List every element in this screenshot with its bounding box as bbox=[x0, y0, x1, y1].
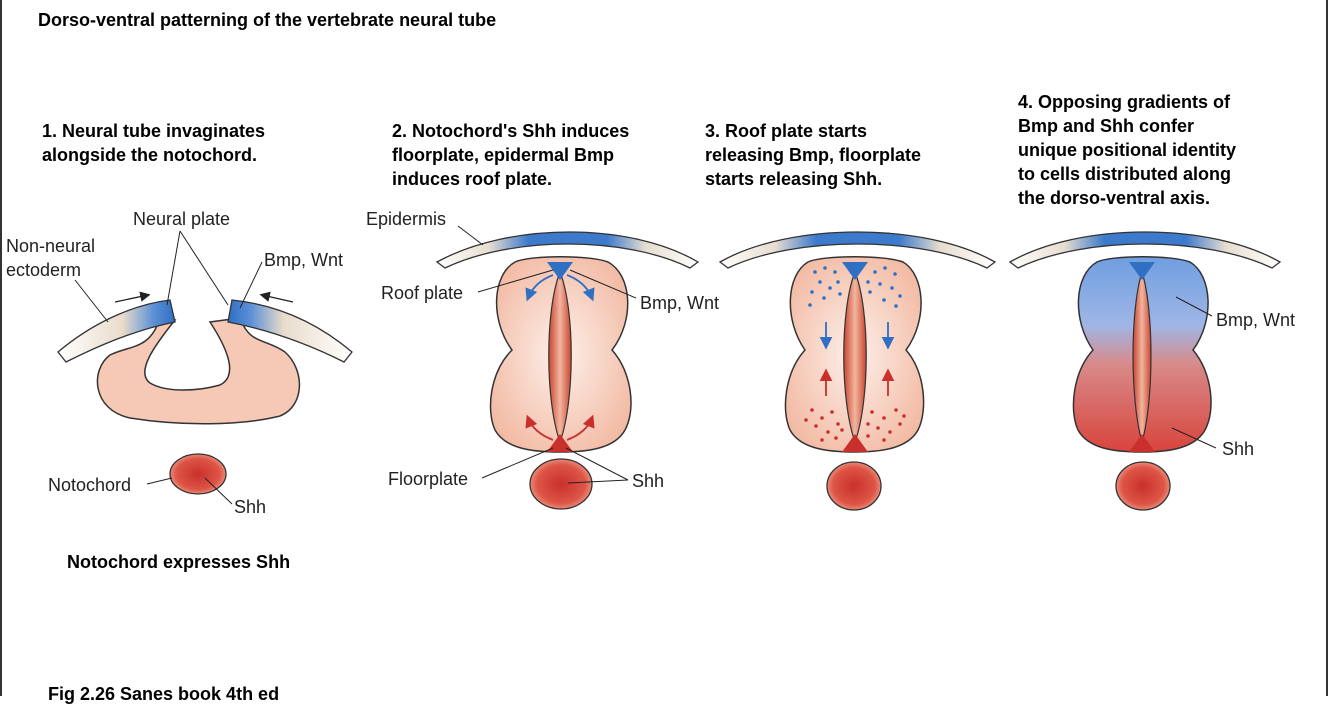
leader-line bbox=[477, 269, 554, 293]
leader-line bbox=[146, 477, 173, 485]
floorplate-3 bbox=[842, 434, 868, 452]
step-3-line: 3. Roof plate starts bbox=[705, 121, 868, 141]
notochord-2 bbox=[529, 458, 593, 510]
caption-figure-source: Fig 2.26 Sanes book 4th ed bbox=[48, 684, 280, 704]
label-bmp-wnt-1: Bmp, Wnt bbox=[264, 250, 343, 270]
label-neural-plate: Neural plate bbox=[133, 209, 230, 229]
step-2-line: induces roof plate. bbox=[392, 169, 553, 189]
notochord-1 bbox=[169, 453, 227, 495]
roof-plate-2 bbox=[547, 262, 573, 280]
leader-line bbox=[204, 477, 233, 505]
leader-line bbox=[239, 261, 263, 309]
roof-plate-3 bbox=[842, 262, 868, 280]
page-title: Dorso-ventral patterning of the vertebra… bbox=[38, 10, 497, 30]
step-4-line: Bmp and Shh confer bbox=[1018, 116, 1195, 136]
leader-line bbox=[1171, 427, 1217, 449]
label-epidermis: Epidermis bbox=[366, 209, 446, 229]
bmp-arrow bbox=[525, 274, 554, 302]
step-4-line: 4. Opposing gradients of bbox=[1018, 92, 1231, 112]
leader-line bbox=[481, 447, 554, 479]
step-1-line: 1. Neural tube invaginates bbox=[42, 121, 266, 141]
label-bmp-wnt-2: Bmp, Wnt bbox=[640, 293, 719, 313]
leader-line bbox=[567, 479, 629, 484]
roof-plate-4 bbox=[1129, 262, 1155, 280]
epidermis-3 bbox=[718, 231, 997, 269]
panel-2-induction: Epidermis Roof plate Bmp, Wnt Floorplate… bbox=[366, 209, 719, 510]
leader-line bbox=[179, 230, 229, 306]
notochord-4 bbox=[1115, 461, 1171, 511]
label-shh-2: Shh bbox=[632, 471, 664, 491]
label-shh-1: Shh bbox=[234, 497, 266, 517]
step-4-line: the dorso-ventral axis. bbox=[1018, 188, 1211, 208]
label-non-neural-2: ectoderm bbox=[6, 260, 81, 280]
floorplate-2 bbox=[547, 434, 573, 452]
shh-dots bbox=[804, 408, 906, 442]
leader-line bbox=[1175, 296, 1213, 317]
label-bmp-wnt-4: Bmp, Wnt bbox=[1216, 310, 1295, 330]
step-4-line: unique positional identity bbox=[1018, 140, 1236, 160]
step-1-text: 1. Neural tube invaginates alongside the… bbox=[42, 119, 265, 167]
step-4-text: 4. Opposing gradients of Bmp and Shh con… bbox=[1018, 90, 1236, 210]
leader-line bbox=[74, 279, 109, 323]
step-3-line: releasing Bmp, floorplate bbox=[705, 145, 922, 165]
label-shh-4: Shh bbox=[1222, 439, 1254, 459]
panel-4-gradients: Bmp, Wnt Shh bbox=[1008, 231, 1295, 511]
movement-arrow bbox=[114, 291, 151, 303]
step-4-line: to cells distributed along bbox=[1018, 164, 1232, 184]
bmp-dots bbox=[808, 266, 902, 308]
label-non-neural-1: Non-neural bbox=[6, 236, 95, 256]
step-2-line: 2. Notochord's Shh induces bbox=[392, 121, 630, 141]
epidermis-4 bbox=[1008, 231, 1282, 269]
floorplate-4 bbox=[1129, 434, 1155, 452]
shh-arrow bbox=[566, 414, 595, 441]
panel-1-invagination: Neural plate Non-neural ectoderm Bmp, Wn… bbox=[6, 209, 353, 517]
leader-line bbox=[166, 230, 181, 306]
step-2-line: floorplate, epidermal Bmp bbox=[392, 145, 615, 165]
step-3-line: starts releasing Shh. bbox=[705, 169, 883, 189]
movement-arrow bbox=[259, 291, 294, 303]
shh-arrow bbox=[525, 414, 554, 441]
caption-notochord-expresses: Notochord expresses Shh bbox=[67, 552, 291, 572]
neural-plate-tissue bbox=[96, 317, 301, 425]
leader-line bbox=[457, 225, 484, 246]
bmp-arrow bbox=[566, 274, 595, 302]
step-3-text: 3. Roof plate starts releasing Bmp, floo… bbox=[705, 119, 921, 191]
leader-line bbox=[569, 269, 637, 299]
label-notochord: Notochord bbox=[48, 475, 131, 495]
label-roof-plate: Roof plate bbox=[381, 283, 463, 303]
leader-line bbox=[565, 447, 629, 481]
panel-3-release bbox=[718, 231, 997, 511]
right-ectoderm bbox=[227, 299, 353, 363]
notochord-3 bbox=[826, 461, 882, 511]
step-2-text: 2. Notochord's Shh induces floorplate, e… bbox=[392, 119, 629, 191]
label-floorplate: Floorplate bbox=[388, 469, 468, 489]
left-ectoderm bbox=[57, 299, 176, 363]
epidermis-2 bbox=[435, 231, 700, 269]
step-1-line: alongside the notochord. bbox=[42, 145, 257, 165]
